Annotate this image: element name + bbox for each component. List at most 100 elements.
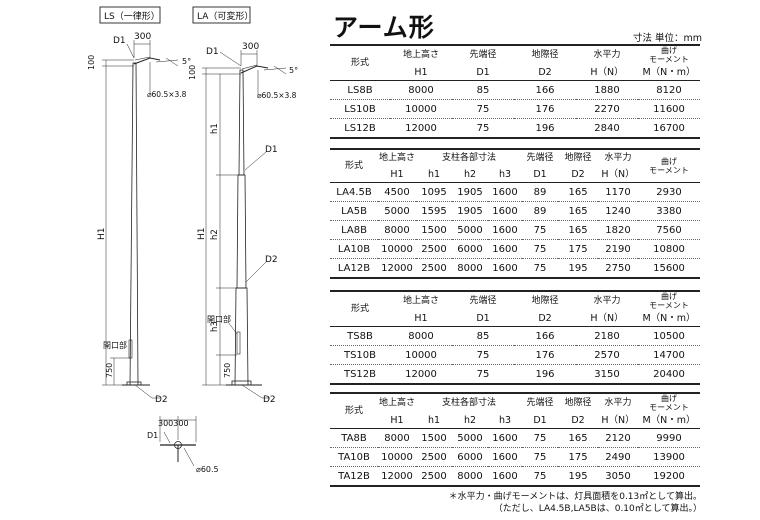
la-h3-seg-label: h3 <box>210 321 220 332</box>
table-cell: 2500 <box>421 470 447 482</box>
column-subheader: D1 <box>476 312 490 324</box>
la-h1-seg-label: h1 <box>210 123 220 134</box>
table-cell: 1600 <box>492 186 518 198</box>
table-cell: 75 <box>476 349 490 361</box>
table-cell: 5000 <box>384 205 410 217</box>
table-cell: 2750 <box>605 262 631 274</box>
column-header: 地際径 <box>531 49 559 60</box>
table-cell: 1905 <box>457 205 483 217</box>
table-cell: 6000 <box>457 451 483 463</box>
ls-spec-table: 形式 地上高さ 先端径 地際径 水平力 曲げ モーメント H1 D1 D2 H（… <box>330 44 700 139</box>
column-header: 形式 <box>330 291 390 327</box>
ls-d2-label: D2 <box>155 395 168 405</box>
la-d2-mid-label: D2 <box>265 255 278 265</box>
column-header: 地際径 <box>531 295 559 306</box>
table-cell: 1600 <box>492 432 518 444</box>
la-spec-table: 形式 地上高さ 支柱各部寸法 先端径 地際径 水平力 曲げ モーメント H1 h… <box>330 148 701 279</box>
column-subheader: h3 <box>498 168 512 180</box>
table-cell: 12000 <box>405 368 437 380</box>
ls-300-label: 300 <box>134 32 151 42</box>
table-cell: 195 <box>568 262 588 274</box>
table-cell: TA10B <box>338 451 370 463</box>
table-cell: 1600 <box>492 243 518 255</box>
table-cell: 2500 <box>421 262 447 274</box>
table-cell: 1095 <box>421 186 447 198</box>
table-cell: 7560 <box>656 224 682 236</box>
column-header: 形式 <box>330 45 390 81</box>
table-subheader-row: H1 D1 D2 H（N） M（N・m） <box>330 310 700 327</box>
column-header: 曲げ モーメント <box>649 46 689 64</box>
column-subheader: D2 <box>538 312 552 324</box>
table-cell: 8000 <box>384 224 410 236</box>
table-cell: 2570 <box>594 349 620 361</box>
la-d2-label: D2 <box>263 395 276 405</box>
column-subheader: H1 <box>390 168 404 180</box>
table-cell: LA5B <box>341 205 367 217</box>
column-subheader: M（N・m） <box>642 414 696 426</box>
table-cell: 14700 <box>653 349 685 361</box>
table-cell: 8000 <box>384 432 410 444</box>
table-cell: 8000 <box>457 470 483 482</box>
table-cell: 89 <box>533 186 547 198</box>
column-header: 水平力 <box>604 152 632 163</box>
table-cell: 12000 <box>405 122 437 134</box>
table-cell: 2500 <box>421 243 447 255</box>
table-cell: 15600 <box>653 262 685 274</box>
la-pipe-label: ⌀60.5×3.8 <box>257 91 297 100</box>
t-d1-label: D1 <box>147 431 158 440</box>
column-subheader: D1 <box>533 414 547 426</box>
table-cell: 166 <box>535 84 555 96</box>
la-label-box <box>192 6 251 24</box>
column-subheader: H（N） <box>590 312 624 324</box>
unit-note: 寸法 単位：mm <box>632 33 702 44</box>
table-cell: 6000 <box>457 243 483 255</box>
table-cell: 10000 <box>381 243 413 255</box>
table-cell: TS12B <box>343 368 377 380</box>
table-cell: 3380 <box>656 205 682 217</box>
table-cell: 12000 <box>381 262 413 274</box>
table-cell: 8000 <box>408 330 434 342</box>
column-subheader: h2 <box>463 168 477 180</box>
table-cell: 75 <box>476 122 490 134</box>
column-subheader: H（N） <box>601 168 635 180</box>
column-header: 水平力 <box>604 397 632 408</box>
table-cell: 10000 <box>405 349 437 361</box>
table-cell: 1600 <box>492 205 518 217</box>
ls-pole-figure <box>102 40 179 399</box>
table-cell: 4500 <box>384 186 410 198</box>
column-subheader: h3 <box>498 414 512 426</box>
column-header: 曲げ モーメント <box>638 149 701 183</box>
table-cell: 11600 <box>653 103 685 115</box>
table-cell: 10800 <box>653 243 685 255</box>
table-cell: 2490 <box>605 451 631 463</box>
column-subheader: M（N・m） <box>642 312 696 324</box>
column-header: 地上高さ <box>378 397 415 408</box>
ls-pipe-label: ⌀60.5×3.8 <box>147 90 187 99</box>
column-header: 地際径 <box>564 397 592 408</box>
table-cell: 1240 <box>605 205 631 217</box>
table-cell: 10000 <box>381 451 413 463</box>
table-cell: 2930 <box>656 186 682 198</box>
table-cell: 1820 <box>605 224 631 236</box>
table-cell: 5000 <box>457 224 483 236</box>
column-subheader: D2 <box>538 66 552 78</box>
table-cell: 75 <box>476 103 490 115</box>
table-subheader-row: H1 h1 h2 h3 D1 D2 H（N） <box>330 166 701 183</box>
table-cell: 75 <box>533 470 547 482</box>
la-opening-label: 開口部 <box>207 314 231 324</box>
column-header: 先端径 <box>469 49 497 60</box>
table-cell: 1595 <box>421 205 447 217</box>
table-cell: LA8B <box>341 224 367 236</box>
table-cell: 165 <box>568 224 588 236</box>
column-header: 支柱各部寸法 <box>442 397 497 408</box>
la-750-label: 750 <box>223 363 232 378</box>
table-cell: 3050 <box>605 470 631 482</box>
column-header: 曲げ モーメント <box>649 292 689 310</box>
table-cell: 2190 <box>605 243 631 255</box>
